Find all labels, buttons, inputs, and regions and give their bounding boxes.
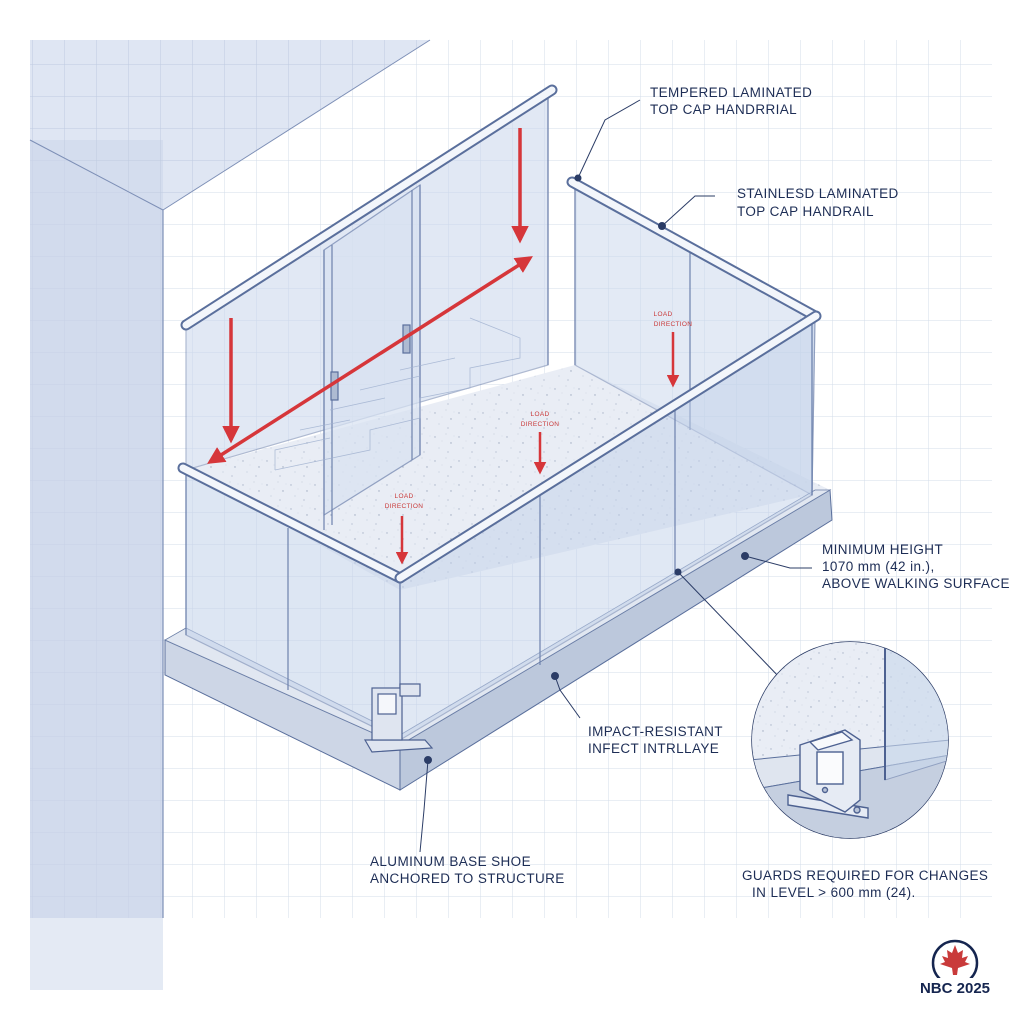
load-label-line2: DIRECTION <box>654 321 692 328</box>
callout-tempered: TEMPERED LAMINATED TOP CAP HANDRRIAL <box>650 85 812 117</box>
callout-guards-line1: GUARDS REQUIRED FOR CHANGES <box>742 868 988 883</box>
callout-guards: GUARDS REQUIRED FOR CHANGES IN LEVEL > 6… <box>742 868 988 900</box>
leader-lines <box>419 99 812 853</box>
maple-leaf-icon <box>940 945 970 975</box>
callout-stainless: STAINLESD LAMINATED TOP CAP HANDRAIL <box>737 186 899 219</box>
load-labels: LOAD DIRECTION LOAD DIRECTION LOAD DIREC… <box>385 311 692 510</box>
callout-base-shoe-line2: ANCHORED TO STRUCTURE <box>370 871 565 886</box>
callout-min-height-line2: 1070 mm (42 in.), <box>822 559 935 574</box>
load-arrows <box>207 128 680 565</box>
callout-impact-line1: IMPACT-RESISTANT <box>588 724 723 739</box>
callout-stainless-line2: TOP CAP HANDRAIL <box>737 204 874 219</box>
building-wall <box>29 39 431 990</box>
load-label-line1: LOAD <box>531 411 550 418</box>
callout-impact: IMPACT-RESISTANT INFECT INTRLLAYE <box>588 724 723 756</box>
load-label-line1: LOAD <box>654 311 673 318</box>
load-label-line1: LOAD <box>395 493 414 500</box>
callout-min-height-line3: ABOVE WALKING SURFACE <box>822 576 1010 591</box>
callout-tempered-line1: TEMPERED LAMINATED <box>650 85 812 100</box>
detail-callout <box>674 568 949 839</box>
load-arrow <box>207 256 533 464</box>
callout-base-shoe-line1: ALUMINUM BASE SHOE <box>370 854 531 869</box>
callout-min-height-line1: MINIMUM HEIGHT <box>822 542 943 557</box>
load-label-line2: DIRECTION <box>521 421 559 428</box>
callout-impact-line2: INFECT INTRLLAYE <box>588 741 719 756</box>
callout-min-height: MINIMUM HEIGHT 1070 mm (42 in.), ABOVE W… <box>822 542 1010 591</box>
badge-label: NBC 2025 <box>920 980 990 997</box>
nbc-badge: NBC 2025 <box>920 939 990 997</box>
balcony-slab <box>164 365 833 791</box>
callout-tempered-line2: TOP CAP HANDRRIAL <box>650 102 797 117</box>
load-label-line2: DIRECTION <box>385 503 423 510</box>
callout-guards-line2: IN LEVEL > 600 mm (24). <box>752 885 916 900</box>
callout-stainless-line1: STAINLESD LAMINATED <box>737 186 899 201</box>
callout-base-shoe: ALUMINUM BASE SHOE ANCHORED TO STRUCTURE <box>370 854 565 886</box>
base-shoe-bracket <box>363 683 434 753</box>
